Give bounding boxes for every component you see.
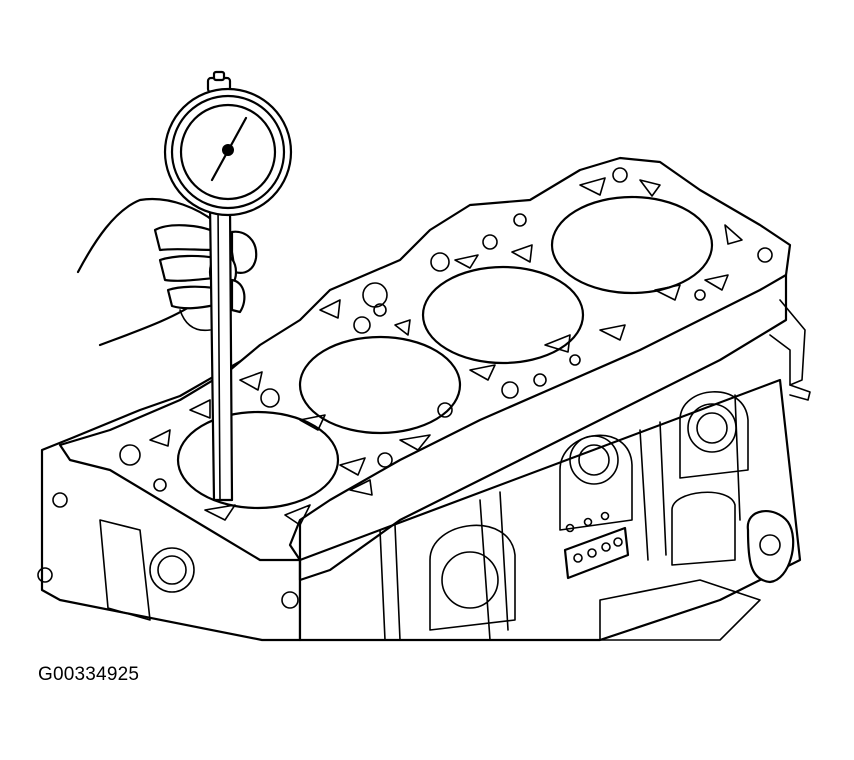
figure-caption: G00334925: [38, 664, 140, 685]
cylinder-bore-2: [298, 335, 462, 435]
cylinder-bore-1: [176, 410, 340, 510]
block-deck: [58, 156, 792, 582]
cylinder-bore-4: [550, 195, 714, 295]
hand: [76, 197, 258, 347]
bore-gauge: [163, 70, 293, 502]
cylinder-bore-3: [421, 265, 585, 365]
